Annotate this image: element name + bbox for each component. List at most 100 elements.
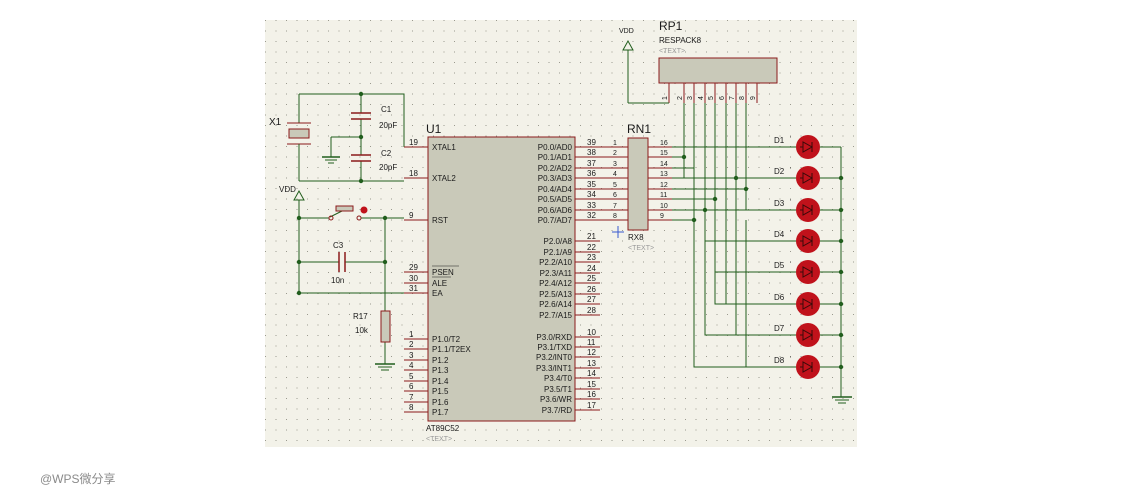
u1-left-pin-label: XTAL2: [432, 174, 456, 183]
led-array: D1’D2’D3’D4’D5’D6’D7’D8’: [774, 135, 820, 379]
u1-left-pin-num: 30: [409, 274, 418, 283]
u1-right-pin-num: 10: [587, 328, 596, 337]
u1-right-pin-num: 24: [587, 264, 596, 273]
wire: [693, 220, 796, 368]
vdd-left-label: VDD: [279, 185, 296, 194]
u1-right-pin-label: P0.0/AD0: [538, 143, 573, 152]
ground-icon: [322, 137, 340, 164]
u1-right-pin-label: P3.3/INT1: [536, 364, 573, 373]
crosshair-icon: [612, 226, 624, 238]
u1-left-pin-label: P1.6: [432, 398, 449, 407]
junction-dot: [838, 301, 844, 307]
rn1-left-pin-num: 5: [613, 182, 617, 189]
junction-dot: [838, 269, 844, 275]
led-mark: ’: [790, 294, 791, 300]
junction-dot: [743, 186, 749, 192]
led-icon: [796, 166, 820, 190]
led-label: D1: [774, 136, 785, 145]
rn1-left-pin-num: 4: [613, 171, 617, 178]
rn1-right-pin-num: 15: [660, 150, 668, 157]
capacitor-c2[interactable]: [351, 154, 371, 162]
u1-right-pin-label: P2.1/A9: [544, 248, 573, 257]
led-icon: [796, 135, 820, 159]
rp1-pin-num: 4: [698, 96, 705, 100]
rn1-left-pin-num: 1: [613, 140, 617, 147]
led-label: D4: [774, 230, 785, 239]
u1-right-pin-label: P0.5/AD5: [538, 195, 573, 204]
u1-right-pin-label: P0.6/AD6: [538, 206, 573, 215]
u1-right-pin-num: 12: [587, 348, 596, 357]
u1-left-pin-num: 2: [409, 340, 414, 349]
rp1-pin-num: 5: [708, 96, 715, 100]
u1-right-pin-num: 26: [587, 285, 596, 294]
u1-body[interactable]: [427, 136, 576, 422]
junction-dot: [382, 215, 388, 221]
u1-right-pin-label: P2.5/A13: [539, 290, 572, 299]
u1-right-pin-label: P0.2/AD2: [538, 164, 573, 173]
u1-right-pin-num: 25: [587, 274, 596, 283]
watermark: @WPS微分享: [40, 472, 116, 486]
vdd-left-symbol: [293, 189, 305, 201]
u1-right-pin-num: 39: [587, 138, 596, 147]
capacitor-c3[interactable]: [338, 252, 346, 272]
u1-left-pin-num: 18: [409, 169, 418, 178]
ground-icon: [832, 396, 852, 404]
junction-dot: [702, 207, 708, 213]
u1-right-pin-label: P0.7/AD7: [538, 216, 573, 225]
u1-left-pin-num: 19: [409, 138, 418, 147]
u1-right-pin-num: 35: [587, 180, 596, 189]
junctions: [296, 91, 844, 370]
led-icon: [796, 323, 820, 347]
u1-left-pin-label: P1.4: [432, 377, 449, 386]
rp1-body[interactable]: [658, 57, 778, 84]
u1-right-pin-num: 34: [587, 190, 596, 199]
junction-dot: [838, 175, 844, 181]
u1-right-pin-num: 28: [587, 306, 596, 315]
wire: [745, 103, 796, 211]
led-label: D6: [774, 293, 785, 302]
u1-right-pin-num: 11: [587, 338, 596, 347]
u1-left-pin-label: EA: [432, 289, 443, 298]
u1-right-pin-label: P0.4/AD4: [538, 185, 573, 194]
capacitor-c1[interactable]: [351, 112, 371, 120]
u1-left-pin-num: 5: [409, 372, 414, 381]
u1-left-pin-num: 6: [409, 382, 414, 391]
rn1-left-pin-num: 3: [613, 161, 617, 168]
ground-icon: [375, 363, 395, 371]
crystal-x1[interactable]: [287, 94, 311, 181]
u1-left-pin-label: P1.1/T2EX: [432, 345, 471, 354]
c3-ref: C3: [333, 241, 344, 250]
led-mark: ’: [790, 137, 791, 143]
junction-dot: [838, 238, 844, 244]
rn1-ref: RN1: [627, 122, 651, 136]
c2-value: 20pF: [379, 163, 397, 172]
u1-right-pin-num: 17: [587, 401, 596, 410]
rn1-text: <TEXT>: [628, 245, 654, 252]
u1-left-pin-label: P1.0/T2: [432, 335, 461, 344]
wires: [298, 93, 842, 397]
led-icon: [796, 229, 820, 253]
u1-right-pin-num: 37: [587, 159, 596, 168]
junction-dot: [838, 364, 844, 370]
junction-dot: [296, 259, 302, 265]
wire: [725, 103, 796, 273]
u1-right-pin-num: 33: [587, 201, 596, 210]
rp1-text: <TEXT>: [659, 48, 685, 55]
u1-right-pin-num: 23: [587, 253, 596, 262]
u1-right-pin-label: P3.5/T1: [544, 385, 573, 394]
rn1-body[interactable]: [627, 137, 649, 231]
u1-right-pin-label: P3.2/INT0: [536, 353, 573, 362]
rn1-right-pin-num: 10: [660, 203, 668, 210]
resistor-r17[interactable]: [380, 310, 391, 343]
reset-pushbutton[interactable]: [328, 205, 368, 221]
junction-dot: [296, 215, 302, 221]
junction-dot: [681, 154, 687, 160]
wire: [714, 103, 796, 305]
u1-left-pins: 19XTAL118XTAL29RST29PSEN30ALE31EA1P1.0/T…: [404, 138, 471, 417]
u1-left-pin-label: P1.7: [432, 408, 449, 417]
rn1-right-pin-num: 12: [660, 182, 668, 189]
led-mark: ’: [790, 231, 791, 237]
u1-right-pins: 39P0.0/AD038P0.1/AD137P0.2/AD236P0.3/AD3…: [536, 138, 600, 415]
u1-right-pin-num: 32: [587, 211, 596, 220]
u1-right-pin-label: P2.2/A10: [539, 258, 572, 267]
